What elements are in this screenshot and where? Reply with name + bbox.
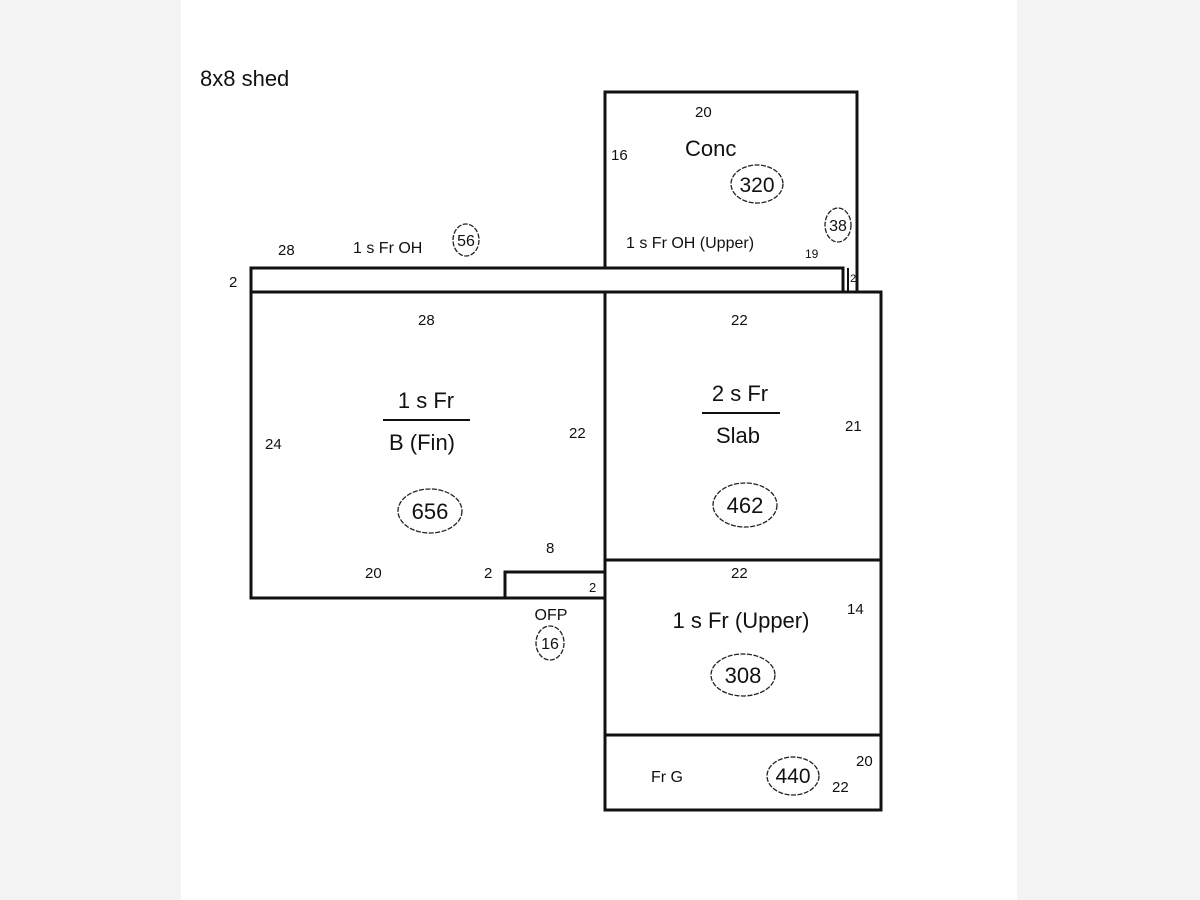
conc-outline [603,90,859,292]
sketch-title: 8x8 shed [200,66,289,91]
walls [249,90,883,812]
dim-label: 24 [265,436,282,453]
dim-label: 20 [365,565,382,582]
upper-section: 22 14 1 s Fr (Upper) 308 [673,565,864,697]
area-value: 308 [725,663,762,688]
dim-label: 22 [832,779,849,796]
upper-outline [603,558,883,737]
dim-label: 2 [229,274,237,291]
area-value: 16 [541,636,559,653]
oh-section: 28 1 s Fr OH 56 2 [229,223,480,291]
dim-label: 2 [484,565,492,582]
area-oval [766,756,820,796]
dim-label: 2 [850,273,856,285]
dim-label: 8 [546,540,554,557]
ofp-section: 2 OFP 16 [535,580,596,661]
dim-label: 19 [805,247,819,261]
dim-label: 16 [611,147,628,164]
garage-outline [603,733,883,812]
dim-label: 20 [856,753,873,770]
area-oval [730,164,784,204]
dim-label: 22 [569,425,586,442]
area-value: 38 [829,218,847,235]
dim-label: 22 [731,565,748,582]
overhang-outline [249,266,845,294]
dim-label: 20 [695,104,712,121]
area-value: 440 [775,765,810,788]
area-oval [712,482,778,528]
area-oval [710,653,776,697]
area-oval [824,207,852,243]
area-oval [452,223,480,257]
area-sublabel: Slab [716,423,760,448]
area-value: 320 [739,174,774,197]
area-label: 1 s Fr OH [353,240,422,257]
oh-upper-section: 1 s Fr OH (Upper) 38 19 2 [626,207,856,285]
dim-label: 2 [589,580,596,595]
dim-label: 21 [845,418,862,435]
area-label: 1 s Fr (Upper) [673,608,810,633]
area-value: 56 [457,233,475,250]
area-label: Conc [685,136,736,161]
area-label: 1 s Fr OH (Upper) [626,235,754,252]
dim-label: 14 [847,601,864,618]
area-sublabel: B (Fin) [389,430,455,455]
area-label: 1 s Fr [398,388,454,413]
area-oval [397,488,463,534]
area-label: 2 s Fr [712,381,768,406]
area-value: 462 [727,493,764,518]
dim-label: 28 [418,312,435,329]
main-section: 28 24 22 20 2 8 1 s Fr B (Fin) 656 [265,312,586,582]
dim-label: 22 [731,312,748,329]
two-story-section: 22 21 2 s Fr Slab 462 [712,312,862,528]
area-oval [535,625,565,661]
area-value: 656 [412,499,449,524]
sketch-sheet [181,0,1017,900]
area-label: Fr G [651,769,683,786]
area-label: OFP [535,607,568,624]
garage-section: Fr G 440 20 22 [651,753,873,796]
ofp-outline [503,570,607,600]
conc-section: 20 16 Conc 320 [611,104,784,204]
dim-label: 28 [278,242,295,259]
